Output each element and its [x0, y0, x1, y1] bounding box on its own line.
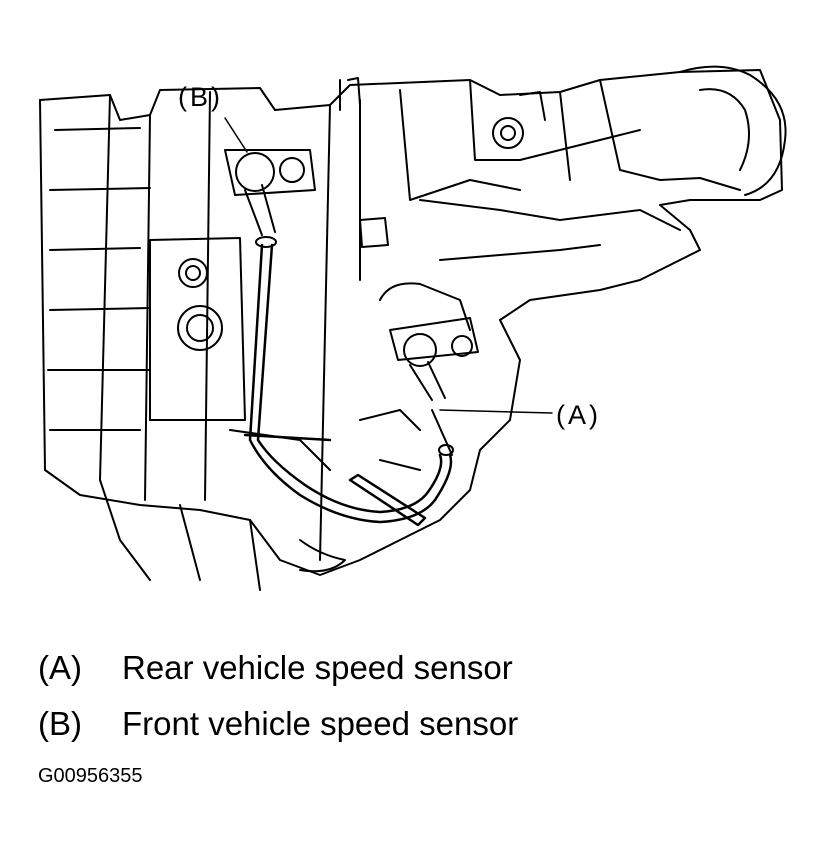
transmission-housing: [39, 65, 787, 591]
legend-item-b: (B) Front vehicle speed sensor: [38, 696, 798, 752]
legend-description: Rear vehicle speed sensor: [122, 649, 513, 686]
callout-a-label: (A): [556, 400, 601, 430]
figure-id: G00956355: [38, 765, 143, 787]
callout-leaders: [224, 117, 553, 414]
callout-b-label: (B): [178, 82, 223, 112]
mounting-bolts: [177, 91, 546, 351]
legend: (A) Rear vehicle speed sensor (B) Front …: [38, 640, 798, 752]
legend-item-a: (A) Rear vehicle speed sensor: [38, 640, 798, 696]
legend-key: (B): [38, 705, 82, 742]
front-speed-sensor: [224, 149, 316, 248]
sensor-harness: [243, 243, 453, 527]
transmission-illustration: [39, 65, 787, 591]
legend-key: (A): [38, 649, 82, 686]
transmission-line-drawing: [39, 65, 787, 591]
rear-speed-sensor: [379, 282, 479, 456]
legend-description: Front vehicle speed sensor: [122, 705, 519, 742]
